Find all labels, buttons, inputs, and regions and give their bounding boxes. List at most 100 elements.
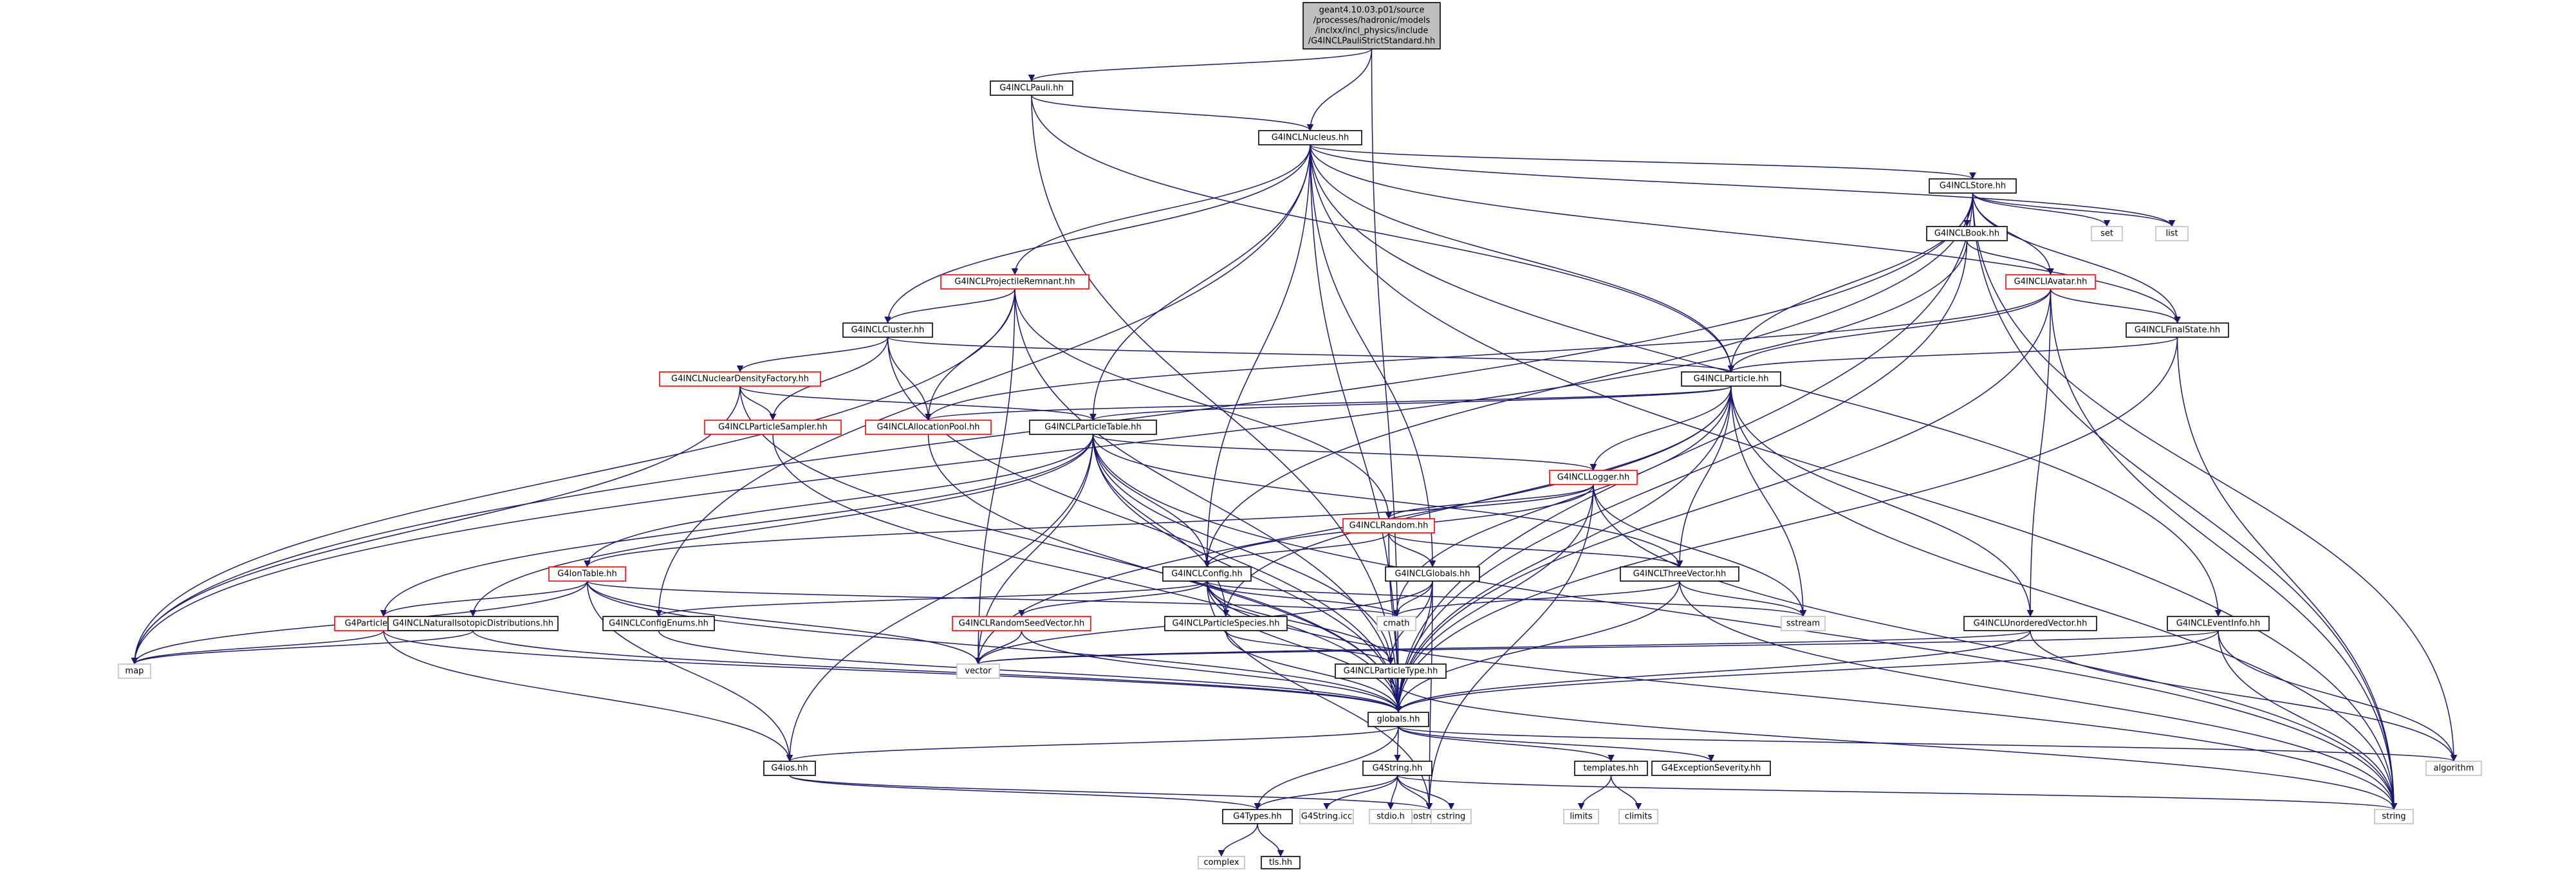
edge-g4string-to-g4types [1254,775,1398,810]
node-string[interactable]: string [2374,809,2414,824]
edge-iontable-to-cmath [586,580,1400,617]
edge-projrem-to-map [131,288,1015,665]
node-threevec[interactable]: G4INCLThreeVector.hh [1620,566,1739,582]
node-map[interactable]: map [118,663,151,679]
node-tlshh[interactable]: tls.hh [1261,856,1301,869]
node-label: G4INCLPauli.hh [999,84,1064,93]
node-projrem[interactable]: G4INCLProjectileRemnant.hh [940,274,1089,290]
edge-store-to-string [1972,192,2398,810]
edge-projrem-to-globals [1014,288,1402,713]
node-unordvec[interactable]: G4INCLUnorderedVector.hh [1963,616,2097,631]
node-label: stdio.h [1376,812,1405,822]
node-cstring[interactable]: cstring [1431,809,1472,824]
edge-nucleus-to-cluster [884,144,1311,324]
node-cmath[interactable]: cmath [1376,616,1416,631]
edge-book-to-iavatar [1966,240,2054,275]
node-climits[interactable]: climits [1618,809,1658,824]
edge-nucleus-to-cfgenums [655,144,1311,617]
node-stdioh[interactable]: stdio.h [1369,809,1413,824]
node-excsev[interactable]: G4ExceptionSeverity.hh [1651,761,1771,776]
node-nucleus[interactable]: G4INCLNucleus.hh [1258,130,1362,145]
node-cluster[interactable]: G4INCLCluster.hh [842,322,933,338]
edge-pauli-to-globals [1031,95,1402,713]
edge-nucdens-to-psampler [739,385,777,421]
edge-g4string-to-g4stringicc [1323,775,1398,810]
node-list[interactable]: list [2155,226,2189,241]
edge-unordvec-to-algorithm [2030,630,2458,762]
node-box [940,274,1089,290]
node-logger[interactable]: G4INCLLogger.hh [1549,470,1638,485]
node-particle[interactable]: G4INCLParticle.hh [1681,371,1781,387]
edge-nucleus-to-ptable [1089,144,1311,421]
node-store[interactable]: G4INCLStore.hh [1929,178,2017,194]
edge-nucleus-to-globals [1310,144,1402,713]
node-limits[interactable]: limits [1563,809,1599,824]
node-g4types[interactable]: G4Types.hh [1222,809,1293,824]
node-box [1299,809,1354,824]
edge-particle-to-globals [1395,385,1732,713]
edge-templates-to-limits [1577,775,1612,810]
edge-inclglobals-to-cmath [1393,580,1433,617]
node-algorithm[interactable]: algorithm [2425,761,2482,776]
node-box [2167,616,2270,631]
edge-particle-to-sstream [1730,385,1807,617]
edge-nucleus-to-config [1203,144,1311,568]
node-box [2425,761,2482,776]
node-inclglobals[interactable]: G4INCLGlobals.hh [1385,566,1480,582]
node-natiso[interactable]: G4INCLNaturalIsotopicDistributions.hh [387,616,559,631]
node-book[interactable]: G4INCLBook.hh [1926,226,2008,241]
node-box [1029,420,1157,435]
node-allocpool[interactable]: G4INCLAllocationPool.hh [865,420,992,435]
node-pauli[interactable]: G4INCLPauli.hh [990,80,1073,96]
node-nucdens[interactable]: G4INCLNuclearDensityFactory.hh [659,371,821,387]
edge-unordvec-to-vector [975,630,2031,665]
node-psampler[interactable]: G4INCLParticleSampler.hh [704,420,842,435]
node-iontable[interactable]: G4IonTable.hh [548,566,626,582]
node-globals[interactable]: globals.hh [1367,712,1429,727]
edge-random-to-inclglobals [1388,532,1436,568]
edge-ptable-to-threevec [1092,434,1683,568]
node-complex[interactable]: complex [1198,856,1245,869]
node-iavatar[interactable]: G4INCLIAvatar.hh [2005,274,2096,290]
node-eventinfo[interactable]: G4INCLEventInfo.hh [2167,616,2270,631]
edge-cluster-to-particle [887,337,1734,373]
node-set[interactable]: set [2091,226,2123,241]
node-g4ios[interactable]: G4ios.hh [763,761,816,776]
node-label: G4String.icc [1301,812,1352,822]
node-label: /inclxx/incl_physics/include [1315,26,1429,36]
node-box [1926,226,2008,241]
node-config[interactable]: G4INCLConfig.hh [1162,566,1252,582]
edge-inclglobals-to-globals [1395,580,1433,713]
node-finalstate[interactable]: G4INCLFinalState.hh [2126,322,2229,338]
edge-random-to-threevec [1388,532,1683,568]
node-label: G4INCLRandom.hh [1349,521,1429,531]
node-ptable[interactable]: G4INCLParticleTable.hh [1029,420,1157,435]
edge-globals-to-g4types [1254,726,1399,810]
node-box [1563,809,1599,824]
edge-projrem-to-cluster [884,288,1015,324]
node-g4string[interactable]: G4String.hh [1362,761,1432,776]
edge-eventinfo-to-algorithm [2218,630,2458,762]
edge-g4ios-to-iostream [789,775,1432,810]
node-root[interactable]: geant4.10.03.p01/source/processes/hadron… [1302,2,1441,50]
node-label: /processes/hadronic/models [1313,16,1431,26]
node-pspecies[interactable]: G4INCLParticleSpecies.hh [1164,616,1288,631]
edge-particle-to-cmath [1393,385,1732,617]
node-templates[interactable]: templates.hh [1574,761,1648,776]
node-label: limits [1570,812,1593,822]
nodes-layer: geant4.10.03.p01/source/processes/hadron… [118,2,2482,869]
node-box [1342,518,1435,533]
node-label: G4INCLUnorderedVector.hh [1974,619,2088,629]
node-cfgenums[interactable]: G4INCLConfigEnums.hh [602,616,715,631]
edge-config-to-rndseed [1018,580,1208,617]
edge-finalstate-to-string [2176,337,2398,810]
node-rndseed[interactable]: G4INCLRandomSeedVector.hh [952,616,1091,631]
node-box [1198,856,1245,869]
node-vector[interactable]: vector [956,663,1000,679]
node-random[interactable]: G4INCLRandom.hh [1342,518,1435,533]
node-ptype[interactable]: G4INCLParticleType.hh [1335,663,1447,679]
node-g4stringicc[interactable]: G4String.icc [1299,809,1354,824]
node-sstream[interactable]: sstream [1781,616,1826,631]
edge-store-to-set [1972,192,2111,227]
edge-particle-to-threevec [1676,385,1732,568]
